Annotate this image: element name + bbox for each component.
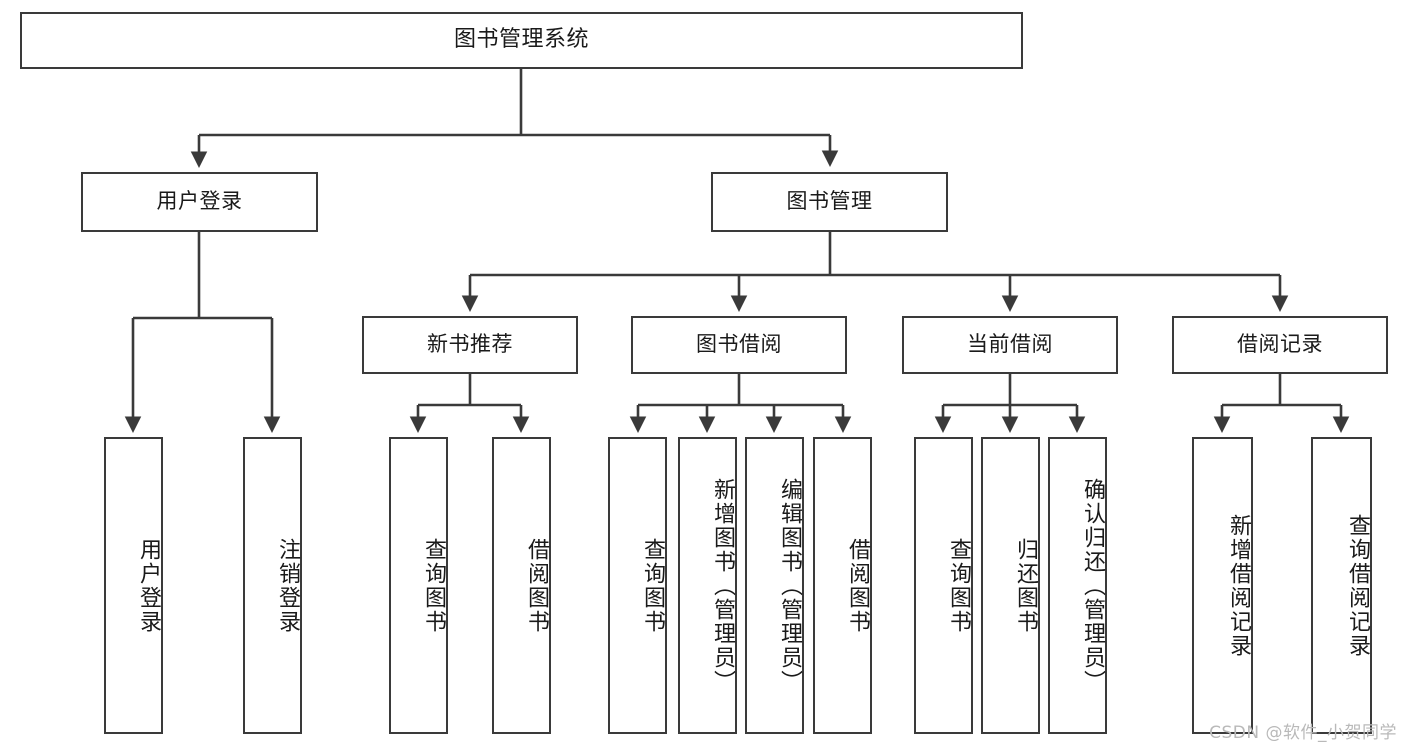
leaf-label: 归还图书: [1013, 537, 1038, 634]
leaf-current-borrow-return[interactable]: 归还图书: [981, 437, 1040, 734]
node-user-login-label: 用户登录: [156, 189, 243, 214]
leaf-label: 新增借阅记录: [1226, 513, 1251, 658]
leaf-borrow-record-query[interactable]: 查询借阅记录: [1311, 437, 1372, 734]
leaf-new-book-query[interactable]: 查询图书: [389, 437, 448, 734]
leaf-label: 用户登录: [136, 537, 161, 634]
node-root-label: 图书管理系统: [453, 27, 589, 53]
leaf-label: 查询借阅记录: [1345, 513, 1370, 658]
leaf-current-borrow-query[interactable]: 查询图书: [914, 437, 973, 734]
leaf-label: 查询图书: [946, 537, 971, 634]
leaf-current-borrow-confirm[interactable]: 确认归还（管理员）: [1048, 437, 1107, 734]
leaf-new-book-borrow[interactable]: 借阅图书: [492, 437, 551, 734]
node-current-borrow-label: 当前借阅: [967, 332, 1053, 357]
node-borrow-record-label: 借阅记录: [1237, 332, 1323, 357]
leaf-book-borrow-query[interactable]: 查询图书: [608, 437, 667, 734]
leaf-label: 注销登录: [275, 537, 300, 634]
leaf-user-login-signout[interactable]: 注销登录: [243, 437, 302, 734]
node-root[interactable]: 图书管理系统: [20, 12, 1023, 69]
leaf-book-borrow-edit[interactable]: 编辑图书（管理员）: [745, 437, 804, 734]
node-new-book-recommend[interactable]: 新书推荐: [362, 316, 578, 374]
leaf-label: 借阅图书: [524, 537, 549, 634]
node-user-login[interactable]: 用户登录: [81, 172, 318, 232]
node-book-management-label: 图书管理: [786, 189, 873, 214]
leaf-label: 确认归还（管理员）: [1080, 477, 1105, 694]
node-book-borrow-label: 图书借阅: [696, 332, 782, 357]
node-current-borrow[interactable]: 当前借阅: [902, 316, 1118, 374]
node-new-book-recommend-label: 新书推荐: [427, 332, 513, 357]
leaf-label: 借阅图书: [845, 537, 870, 634]
leaf-borrow-record-add[interactable]: 新增借阅记录: [1192, 437, 1253, 734]
leaf-label: 编辑图书（管理员）: [777, 477, 802, 694]
leaf-label: 查询图书: [640, 537, 665, 634]
leaf-label: 新增图书（管理员）: [710, 477, 735, 694]
leaf-label: 查询图书: [421, 537, 446, 634]
node-book-borrow[interactable]: 图书借阅: [631, 316, 847, 374]
node-borrow-record[interactable]: 借阅记录: [1172, 316, 1388, 374]
leaf-book-borrow-add[interactable]: 新增图书（管理员）: [678, 437, 737, 734]
leaf-user-login-signin[interactable]: 用户登录: [104, 437, 163, 734]
node-book-management[interactable]: 图书管理: [711, 172, 948, 232]
leaf-book-borrow-borrow[interactable]: 借阅图书: [813, 437, 872, 734]
